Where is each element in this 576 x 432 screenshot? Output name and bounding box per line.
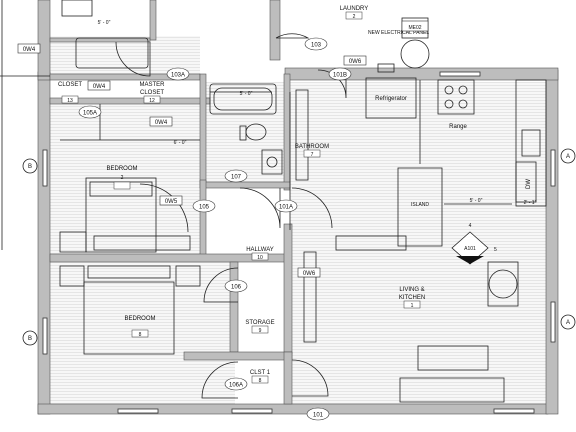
grid-bubbles: B B A A <box>22 148 576 346</box>
dim-island-gap: 5' - 0" <box>470 198 483 204</box>
windows <box>42 71 556 414</box>
dimension-labels: 5' - 0" 5' - 0" 6' - 0" 5' - 0" 2' - 1" <box>98 20 537 206</box>
window-tag-0w6-b: 0W6 <box>303 271 316 277</box>
room-bedroom1-name: BEDROOM <box>124 316 155 322</box>
room-bathroom-number: 7 <box>311 152 314 158</box>
island-label: ISLAND <box>411 202 429 208</box>
room-bedroom1-number: 8 <box>139 332 142 338</box>
door-tag-103a: 103A <box>171 73 185 79</box>
grid-bubble-a-upper: A <box>566 154 570 160</box>
room-hallway-number: 10 <box>257 255 263 261</box>
room-hallway-name: HALLWAY <box>246 247 274 253</box>
door-tag-106a: 106A <box>229 383 243 389</box>
section-marker-right: 5 <box>494 247 497 253</box>
room-living-line2: KITCHEN <box>399 295 425 301</box>
furniture <box>59 177 519 403</box>
room-laundry-name: LAUNDRY <box>340 6 369 12</box>
door-tag-105: 105 <box>199 205 210 211</box>
bathroom-fixtures <box>61 0 309 181</box>
grid-bubble-b-upper: B <box>28 164 32 170</box>
room-storage-number: 9 <box>259 328 262 334</box>
fixture-labels: Refrigerator Range ISLAND DW NEW ELECTRI… <box>368 20 532 208</box>
door-tag-101: 101 <box>313 413 324 419</box>
section-marker: A101 4 5 <box>451 223 497 265</box>
door-window-tags: 103 103A 101B 105A 107 105 101A 106 106A… <box>17 37 367 421</box>
interior-walls <box>49 0 293 405</box>
dishwasher-label: DW <box>526 179 532 189</box>
room-master-closet-number: 12 <box>149 98 155 104</box>
window-tag-0w4-c: 0W4 <box>155 120 168 126</box>
grid-bubble-a-lower: A <box>566 320 570 326</box>
room-closet-name: CLOSET <box>58 82 82 88</box>
window-tag-0w4-b: 0W4 <box>93 84 106 90</box>
room-closet1-number: 8 <box>259 378 262 384</box>
room-laundry-number: 2 <box>353 14 356 20</box>
floor-areas <box>50 36 548 406</box>
room-living-line1: LIVING & <box>399 287 424 293</box>
room-labels: LAUNDRY 2 CLOSET 13 MASTER CLOSET 12 BED… <box>58 6 425 384</box>
section-marker-top: 4 <box>469 223 472 229</box>
equipment-tag: ME02 <box>408 25 421 31</box>
door-tag-107: 107 <box>231 175 242 181</box>
room-master-closet-line1: MASTER <box>139 82 165 88</box>
dim-master-closet: 6' - 0" <box>174 140 187 146</box>
room-bedroom2-number: 2 <box>121 175 124 181</box>
door-tag-103: 103 <box>311 43 322 49</box>
dim-dw-side: 2' - 1" <box>524 200 537 206</box>
dim-bath-tub: 5' - 0" <box>240 91 253 97</box>
electrical-panel-label: NEW ELECTRICAL PANEL <box>368 30 429 36</box>
exterior-walls <box>37 0 559 415</box>
door-tag-101b: 101B <box>333 73 347 79</box>
refrigerator-label: Refrigerator <box>375 96 407 102</box>
section-marker-label: A101 <box>464 246 476 252</box>
room-bedroom2-name: BEDROOM <box>106 166 137 172</box>
door-tag-106: 106 <box>231 285 242 291</box>
window-tag-0w6-a: 0W6 <box>349 59 362 65</box>
room-bathroom-name: BATHROOM <box>295 144 329 150</box>
room-storage-name: STORAGE <box>245 320 274 326</box>
grid-bubble-b-lower: B <box>28 336 32 342</box>
room-living-number: 1 <box>411 303 414 309</box>
room-closet1-name: CLST 1 <box>250 370 271 376</box>
door-tag-105a: 105A <box>83 111 97 117</box>
dim-bath-top: 5' - 0" <box>98 20 111 26</box>
kitchen-fixtures <box>365 17 547 247</box>
range-label: Range <box>449 124 467 130</box>
room-closet-number: 13 <box>67 98 73 104</box>
door-tag-101a: 101A <box>279 205 293 211</box>
window-tag-0w5: 0W5 <box>165 199 178 205</box>
room-master-closet-line2: CLOSET <box>140 90 164 96</box>
window-tag-0w4-a: 0W4 <box>23 47 36 53</box>
